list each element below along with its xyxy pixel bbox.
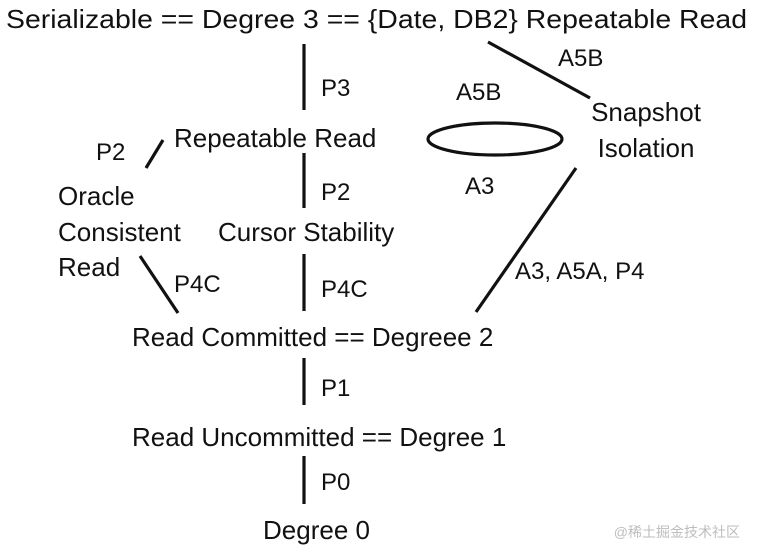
node-repeatable-read: Repeatable Read <box>174 123 376 153</box>
edge-snapshot-read-committed <box>474 167 578 313</box>
edge-label-p4c-center: P4C <box>321 276 368 303</box>
edge-label-p2-left: P2 <box>96 139 125 166</box>
node-oracle-line3: Read <box>58 252 120 282</box>
edge-oracle-repeatable-read <box>144 139 165 169</box>
node-cursor-stability: Cursor Stability <box>218 217 394 247</box>
edge-label-p2-center: P2 <box>321 179 350 206</box>
edge-serializable-snapshot <box>487 40 591 100</box>
node-read-uncommitted: Read Uncommitted == Degree 1 <box>132 422 506 452</box>
edge-label-a5b-top: A5B <box>558 45 603 72</box>
edge-label-p4c-left: P4C <box>174 271 221 298</box>
edge-label-p1: P1 <box>321 375 350 402</box>
node-degree0: Degree 0 <box>263 515 370 545</box>
edge-label-p3: P3 <box>321 75 350 102</box>
edge-repeatable-read-snapshot-ellipse <box>426 121 564 157</box>
edge-label-p0: P0 <box>321 469 350 496</box>
node-oracle-line1: Oracle <box>58 181 135 211</box>
edge-label-a3-a5a-p4: A3, A5A, P4 <box>515 258 644 285</box>
edge-label-a5b-ellipse: A5B <box>456 79 501 106</box>
edge-label-a3-ellipse: A3 <box>465 173 494 200</box>
watermark: @稀土掘金技术社区 <box>614 524 740 540</box>
node-snapshot-isolation-line2: Isolation <box>598 133 695 163</box>
node-read-committed: Read Committed == Degreee 2 <box>132 322 493 352</box>
node-oracle-line2: Consistent <box>58 217 182 247</box>
node-serializable: Serializable == Degree 3 == {Date, DB2} … <box>6 4 747 34</box>
node-snapshot-isolation-line1: Snapshot <box>591 97 702 127</box>
edge-oracle-read-committed <box>138 255 180 314</box>
